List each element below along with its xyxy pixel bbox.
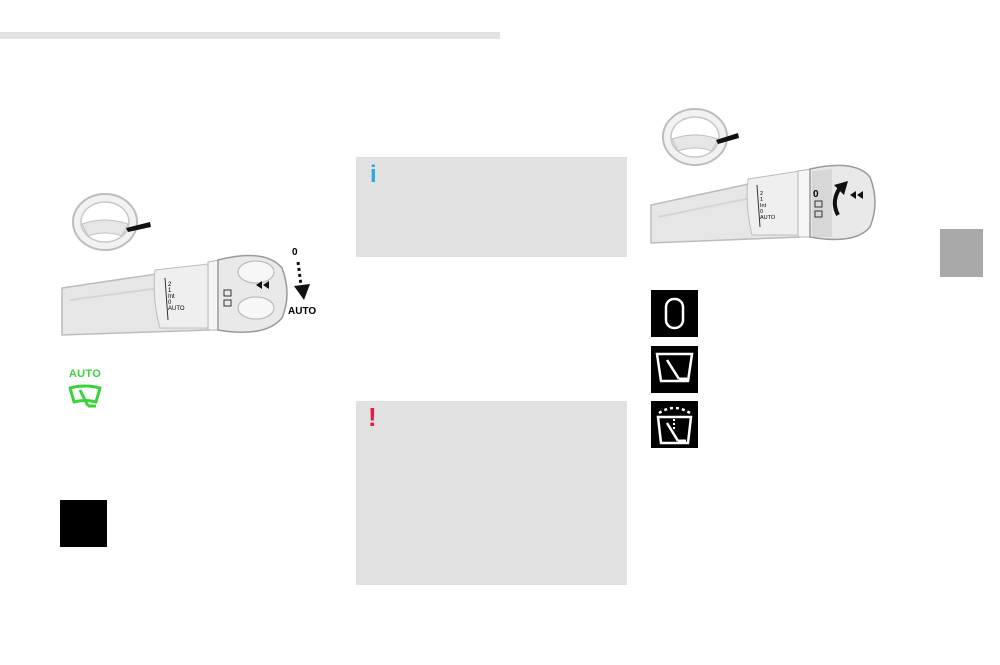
scale-label: AUTO — [168, 306, 185, 312]
auto-indicator-label: AUTO — [68, 368, 102, 380]
scale-label: 2 — [168, 282, 172, 288]
scale-label: Int — [760, 203, 767, 209]
wiper-off-symbol-icon — [651, 290, 698, 337]
scale-label: 2 — [760, 191, 763, 197]
auto-wiper-indicator: AUTO — [64, 368, 108, 412]
wiper-icon — [68, 384, 102, 408]
exclamation-icon: ! — [368, 402, 377, 432]
scale-label: 1 — [760, 197, 763, 203]
scale-label: 0 — [760, 209, 763, 215]
info-icon: i — [370, 161, 377, 188]
chapter-tab[interactable] — [940, 229, 983, 277]
wiper-stalk-illustration-right: 2 1 Int 0 AUTO 0 — [650, 105, 880, 250]
wiper-single-sweep-symbol-icon — [651, 346, 698, 393]
wiper-stalk-illustration-left: 2 1 Int 0 AUTO 0 0 AUTO — [60, 190, 325, 340]
arrow-top-label: 0 — [292, 247, 298, 258]
scale-label: 0 — [168, 300, 172, 306]
ring-label: 0 — [813, 189, 819, 200]
wiper-auto-symbol-icon — [651, 401, 698, 448]
arrow-bottom-label: AUTO — [288, 306, 316, 317]
header-rule — [0, 32, 500, 39]
steering-wheel-icon — [662, 108, 739, 166]
black-marker-square — [60, 500, 107, 547]
scale-label: 1 — [168, 288, 172, 294]
warning-box: ! — [356, 401, 627, 585]
scale-label: Int — [168, 294, 175, 300]
info-box: i — [356, 157, 627, 257]
scale-label: AUTO — [760, 215, 776, 221]
steering-wheel-icon — [72, 193, 151, 251]
